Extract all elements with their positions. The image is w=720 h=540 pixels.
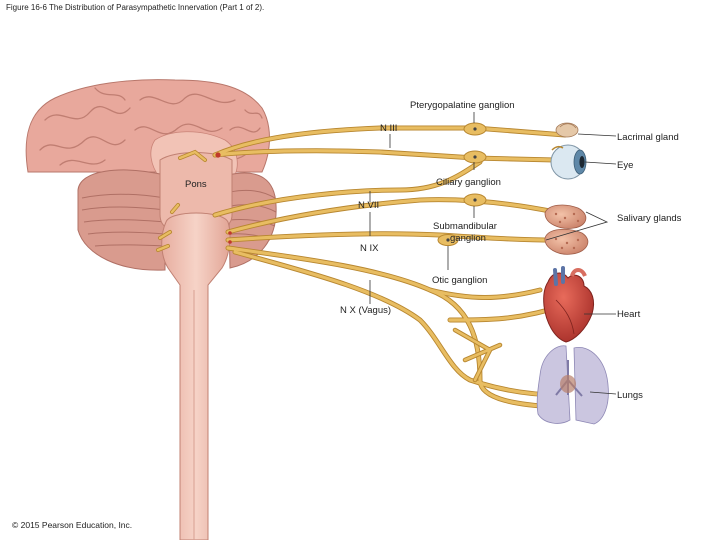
- nerve-fibers: [156, 125, 568, 410]
- label-ciliary-ganglion: Ciliary ganglion: [436, 177, 501, 188]
- eyeball: [550, 144, 587, 180]
- lacrimal-gland: [555, 122, 579, 138]
- copyright-notice: © 2015 Pearson Education, Inc.: [12, 520, 133, 530]
- label-submandibular-line2: ganglion: [450, 233, 486, 244]
- glossopharyngeal-nucleus-marker: [228, 240, 232, 244]
- cerebellum: [77, 169, 277, 271]
- label-heart: Heart: [617, 309, 641, 320]
- label-salivary-glands: Salivary glands: [617, 213, 682, 224]
- oculomotor-nucleus-marker: [215, 152, 221, 158]
- label-pons: Pons: [185, 179, 207, 190]
- label-submandibular-line1: Submandibular: [433, 221, 497, 232]
- label-pterygopalatine-ganglion: Pterygopalatine ganglion: [410, 100, 515, 111]
- label-n-ix: N IX: [360, 243, 379, 254]
- label-lungs: Lungs: [617, 390, 643, 401]
- facial-nucleus-marker: [228, 231, 232, 235]
- lungs: [536, 345, 609, 425]
- label-lacrimal-gland: Lacrimal gland: [617, 132, 679, 143]
- label-eye: Eye: [617, 160, 633, 171]
- label-otic-ganglion: Otic ganglion: [432, 275, 487, 286]
- cerebrum: [25, 79, 270, 181]
- label-n-x: N X (Vagus): [340, 305, 391, 316]
- salivary-glands: [544, 204, 589, 255]
- ganglion-dots: [446, 127, 477, 242]
- leader-lines: [369, 112, 617, 395]
- heart: [543, 266, 595, 343]
- figure-title: Figure 16-6 The Distribution of Parasymp…: [6, 3, 265, 12]
- label-n-iii: N III: [380, 123, 397, 134]
- label-n-vii: N VII: [358, 200, 379, 211]
